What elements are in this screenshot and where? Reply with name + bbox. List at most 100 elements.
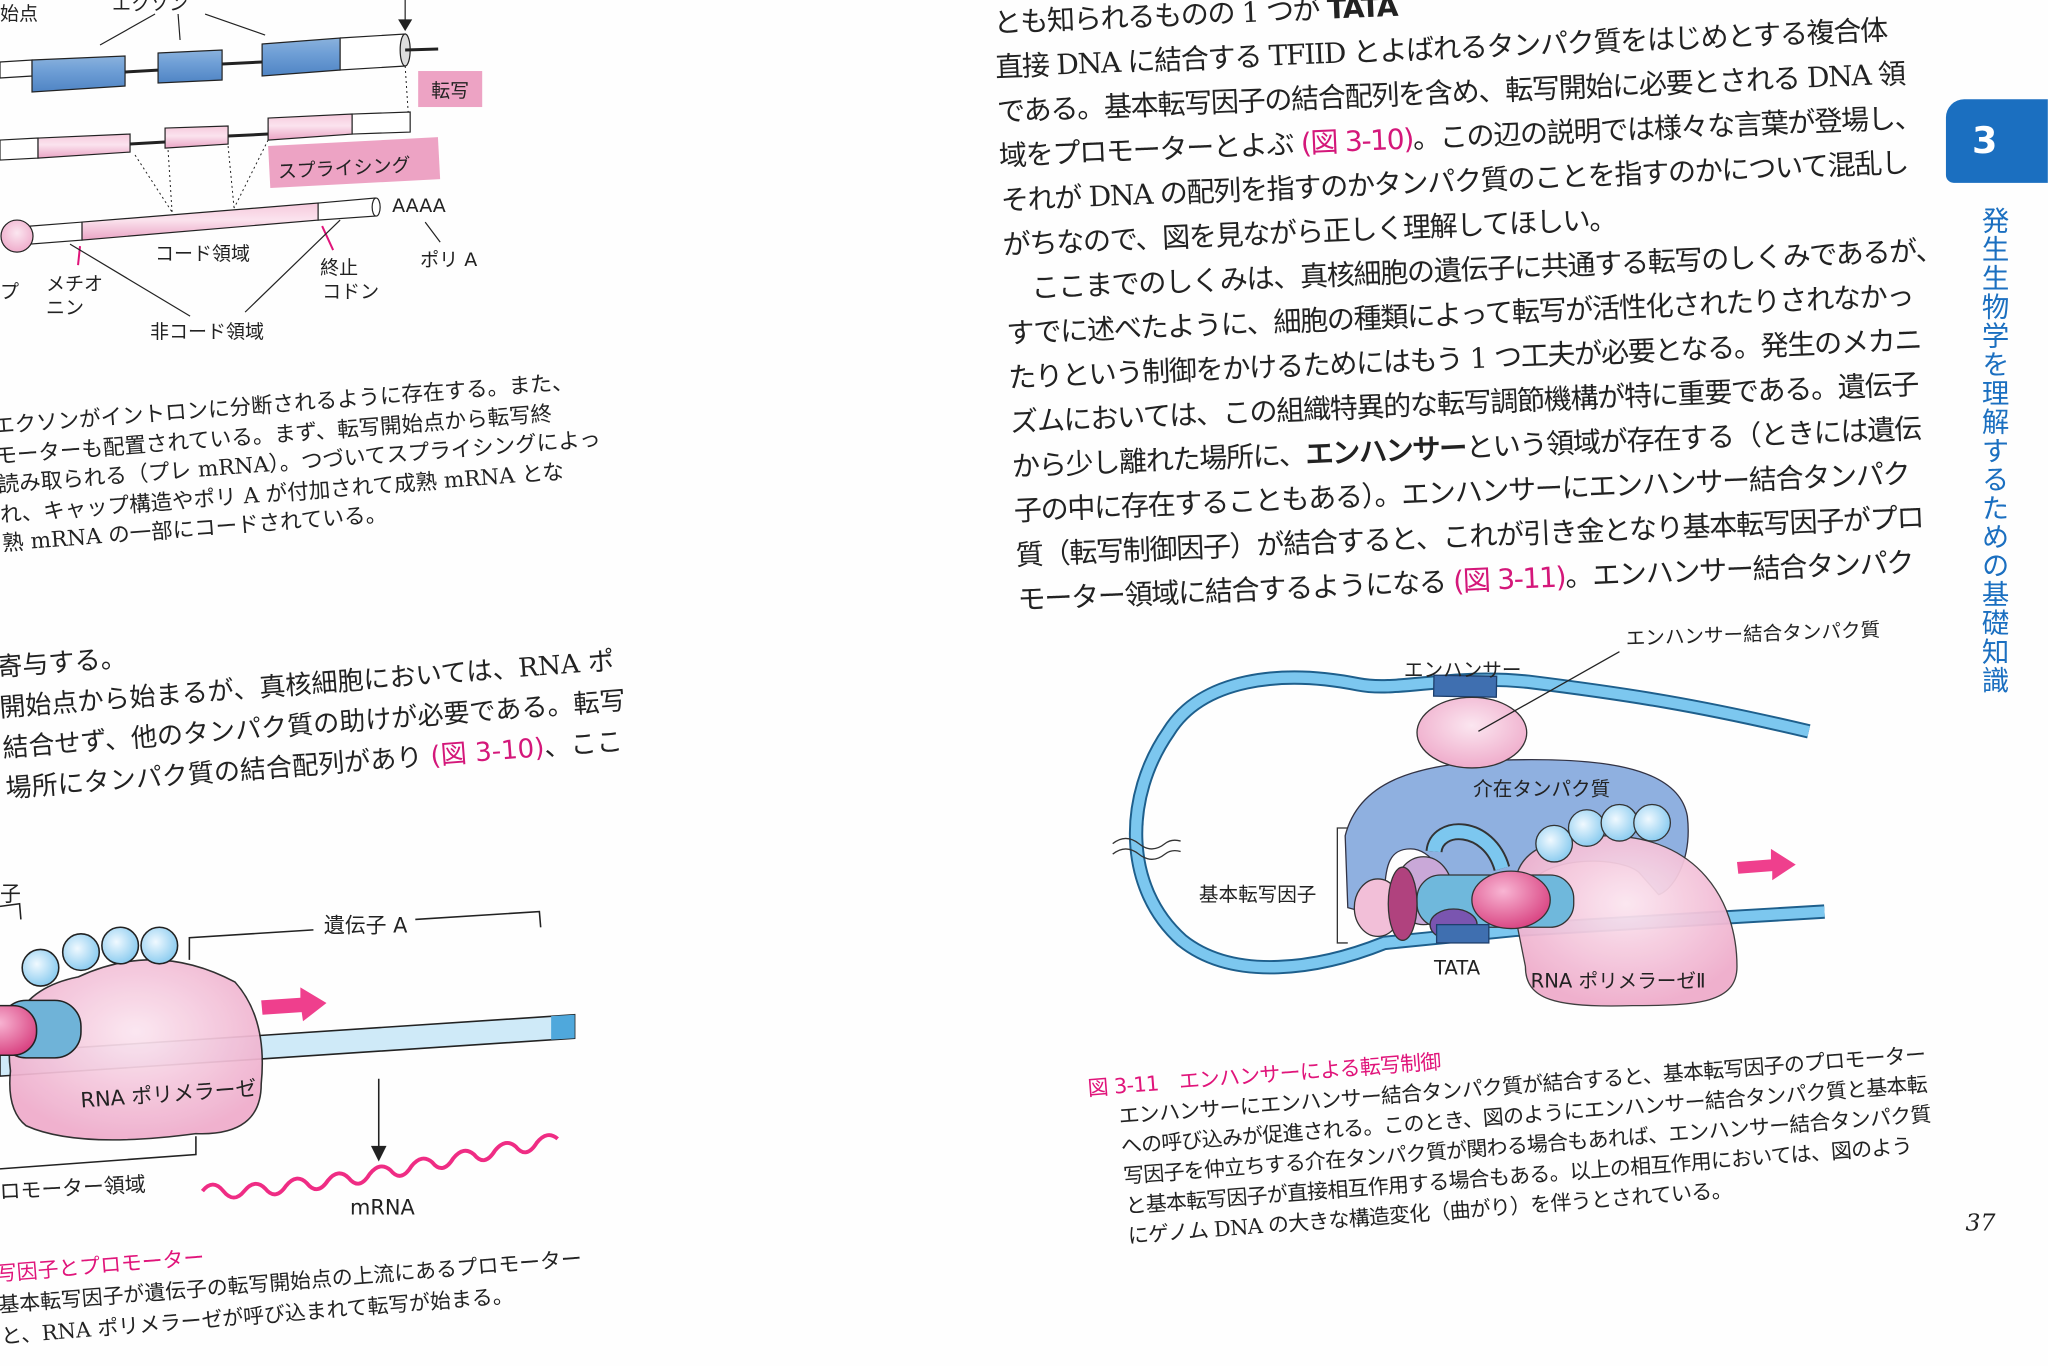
ebp-leader-line [1478, 651, 1620, 732]
bold-term: TATA [1326, 0, 1398, 27]
tata-box [1435, 923, 1490, 944]
text-segment: から少し離れた場所に、 [1011, 439, 1307, 485]
bracket [0, 902, 22, 920]
pol2-label: RNA ポリメラーゼⅡ [1531, 969, 1706, 992]
chapter-tab[interactable]: 3 [1945, 99, 2048, 183]
figure-reference-link[interactable]: (図 3-10) [1300, 123, 1414, 161]
premrna-exon [164, 125, 229, 149]
coding-region-label: コード領域 [155, 243, 250, 265]
text-segment: 、ここ [543, 725, 624, 763]
bold-term: エンハンサー [1304, 432, 1467, 472]
dna-end [551, 1014, 575, 1040]
page-number: 37 [1965, 1209, 1996, 1237]
premrna-segment [0, 137, 39, 161]
tube-end [371, 197, 381, 217]
factor-ball [1600, 803, 1639, 842]
coding-region-tube [81, 202, 319, 241]
figure-reference-link[interactable]: (図 3-11) [1452, 561, 1567, 599]
methionine-label-1: メチオ [46, 273, 103, 295]
text-segment: 寄与する。 [0, 641, 128, 683]
cap-label: プ [0, 281, 19, 303]
premrna-exon [37, 133, 131, 159]
enhancer-label: エンハンサー [1404, 659, 1521, 682]
factor-ball [61, 933, 101, 972]
premrna-exon [267, 113, 353, 141]
direction-arrow-icon [1736, 848, 1796, 881]
exon-leader-line [177, 13, 181, 41]
exon-cylinder [261, 37, 341, 77]
intron-line [124, 68, 161, 74]
utr-segment [339, 33, 406, 71]
five-prime-utr [29, 221, 83, 245]
dna-segment [0, 59, 33, 79]
exon-cylinder [157, 49, 223, 84]
stop-codon-label-1: 終止 [320, 257, 358, 279]
gtf-label: 基本転写因子 [1199, 883, 1316, 906]
chapter-title: 発生生物学を理解するための基礎知識 [1978, 206, 2010, 695]
mrna-wave [200, 1133, 559, 1200]
factor-ball [1535, 824, 1574, 863]
promoter-bracket [0, 1136, 197, 1170]
factor-ball [1567, 809, 1606, 847]
basal-factor-rose [1471, 870, 1551, 930]
stop-codon-arrow [321, 225, 335, 251]
ebp-label: エンハンサー結合タンパク質 [1625, 618, 1880, 650]
text-segment: 。エンハンサー結合タンパク [1564, 547, 1914, 595]
premrna-intron [228, 132, 269, 138]
tata-label: TATA [1433, 956, 1481, 979]
down-arrow-icon [398, 19, 413, 32]
cap-structure [0, 219, 34, 253]
gene-a-label: 遺伝子 A [324, 913, 408, 937]
start-point-label: 始点 [0, 3, 38, 25]
exon-cylinder [31, 55, 126, 93]
noncoding-leader [69, 243, 191, 317]
premrna-utr [351, 111, 411, 135]
figure-3-11: エンハンサー結合タンパク質 エンハンサー 介在タンパク質 基本転写因子 TATA… [1112, 618, 1881, 1007]
break-mark-icon [1112, 837, 1181, 860]
text-segment: 域をプロモーターとよぶ [998, 128, 1302, 174]
noncoding-leader [244, 219, 341, 313]
gene-bracket [188, 929, 314, 960]
transcription-tag-label: 転写 [431, 80, 469, 102]
enhancer-region [1432, 674, 1498, 698]
premrna-intron [129, 140, 166, 146]
factor-ball [101, 926, 140, 965]
factor-ball [1633, 803, 1672, 842]
noncoding-label: 非コード領域 [150, 321, 264, 343]
polya-label: ポリ A [420, 249, 477, 271]
intron-line [222, 60, 263, 66]
direction-arrow-icon [261, 987, 327, 1022]
mrna-label: mRNA [350, 1196, 415, 1220]
factor-label: 子 [0, 882, 21, 906]
polya-sequence: AAAA [392, 195, 446, 217]
exon-leader-line [204, 13, 266, 36]
mediator-label: 介在タンパク質 [1473, 777, 1610, 800]
figure-reference-link[interactable]: (図 3-10) [429, 731, 546, 772]
guide-line [404, 65, 409, 113]
gene-structure-figure: 始点 エクソン 転写 スプラ [0, 0, 483, 343]
polya-arrow-line [424, 221, 441, 243]
factor-ball [140, 926, 179, 965]
enhancer-binding-protein [1416, 696, 1528, 769]
down-arrow-icon [370, 1145, 387, 1162]
stop-codon-label-2: コドン [322, 281, 379, 303]
rna-polymerase [8, 959, 264, 1141]
exon-label: エクソン [112, 0, 188, 15]
splicing-tag [268, 137, 441, 189]
transcription-tag [418, 71, 483, 108]
methionine-label-2: ニン [46, 297, 84, 319]
factor-pink [0, 1004, 38, 1057]
gtf-bracket [1336, 827, 1348, 944]
factor-ball [21, 948, 60, 987]
three-prime-utr [317, 197, 376, 221]
dna-loop [1130, 672, 1825, 973]
tfii-arc [1427, 825, 1509, 871]
figure-3-10: 子 遺伝子 A RNA ポリメラーゼ ロモーター領域 mRNA [0, 882, 576, 1220]
gene-bracket [415, 910, 542, 928]
exon-leader-line [99, 13, 156, 46]
basal-factor-magenta [1387, 866, 1418, 941]
dna-tail [405, 47, 439, 52]
